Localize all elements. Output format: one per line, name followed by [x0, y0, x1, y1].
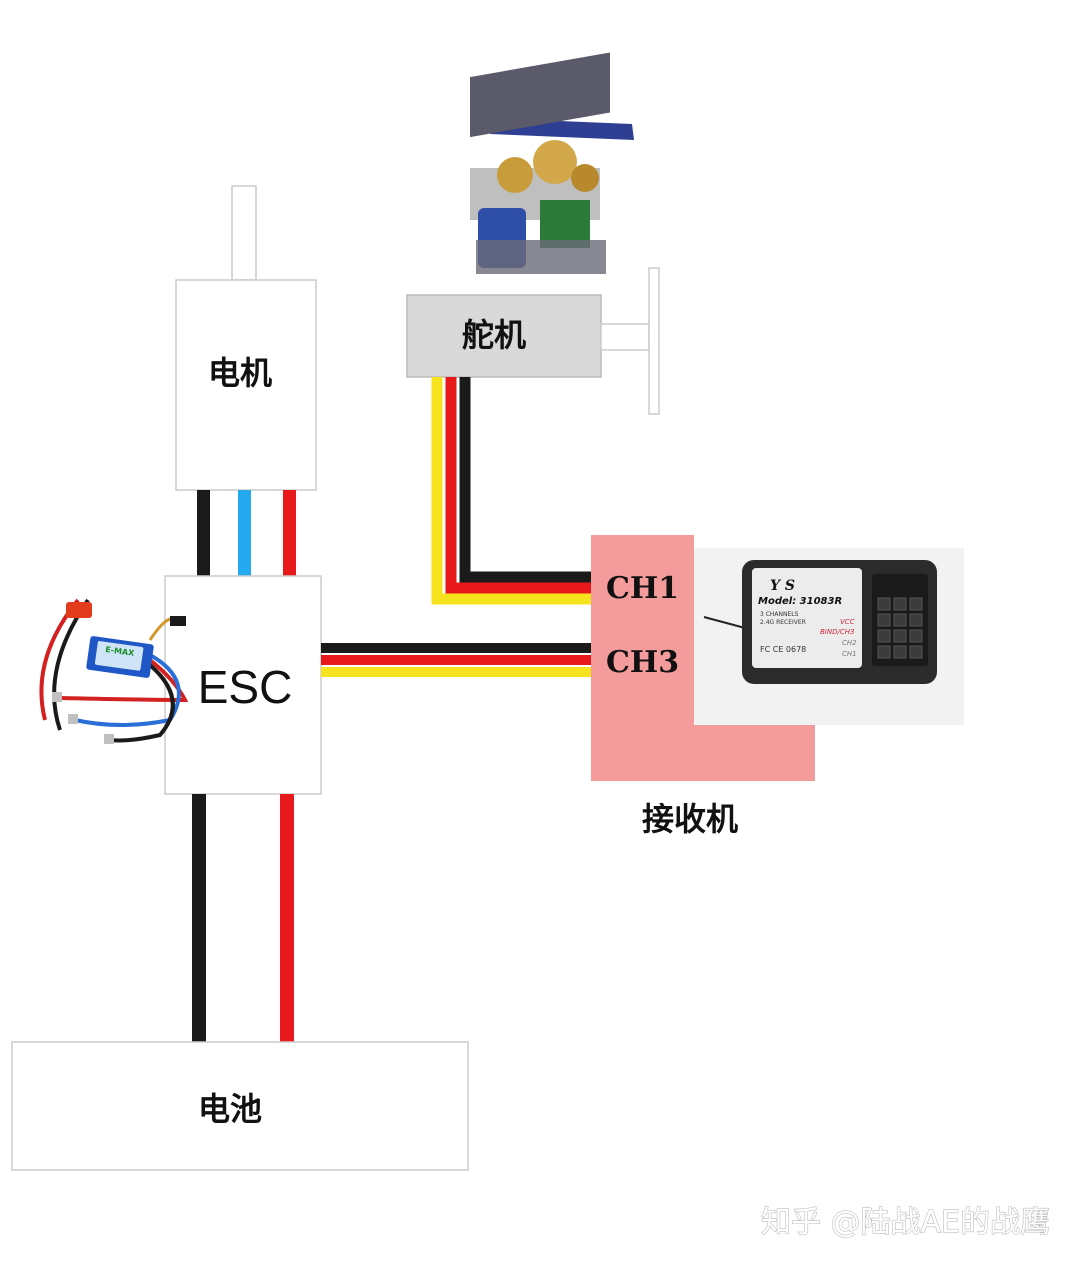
receiver-photo-antenna	[703, 616, 746, 629]
esc-photo-brand: E-MAX	[105, 645, 136, 658]
receiver-block: CH1 CH3 接收机	[591, 535, 815, 838]
servo-ch1-wires	[431, 377, 592, 605]
motor-wire-black	[197, 490, 210, 576]
watermark: 知乎 @陆战AE的战鹰	[761, 1205, 1050, 1240]
receiver-photo-pins	[877, 597, 923, 659]
servo-photo-gear-2	[533, 140, 577, 184]
receiver-photo-logo: Y S	[770, 578, 795, 594]
battery-wire-black	[192, 794, 206, 1042]
motor-box	[175, 279, 317, 491]
esc-box	[164, 575, 322, 795]
esc-photo-tip-red	[52, 692, 62, 702]
servo-photo	[470, 52, 634, 274]
receiver-photo-vcc: VCC	[840, 618, 855, 626]
receiver-box	[591, 535, 815, 781]
receiver-photo: Y S Model: 31083R 3 CHANNELS 2.4G RECEIV…	[694, 548, 964, 725]
motor-wire-red	[283, 490, 296, 576]
receiver-label: 接收机	[642, 800, 738, 838]
esc-photo-connector	[66, 602, 92, 618]
esc-battery-wires	[192, 794, 294, 1042]
servo-wire-red	[445, 377, 592, 594]
battery-wire-red	[280, 794, 294, 1042]
esc-signal-wire-black	[321, 643, 592, 653]
motor-wire-blue	[238, 490, 251, 576]
motor-shaft	[231, 185, 257, 281]
receiver-photo-channels: 3 CHANNELS	[760, 611, 799, 618]
motor-label: 电机	[208, 354, 272, 392]
receiver-photo-label-plate	[752, 568, 862, 668]
esc-signal-wire-yellow	[321, 667, 592, 677]
esc-photo-sticker	[94, 641, 144, 671]
servo-label: 舵机	[462, 316, 526, 354]
esc-photo-tip-blue	[68, 714, 78, 724]
receiver-photo-ch1: CH1	[842, 650, 857, 658]
esc-photo-wire-black2	[109, 663, 175, 743]
esc-block: ESC	[164, 575, 322, 795]
esc-signal-wire-red	[321, 655, 592, 665]
esc-ch3-wires	[321, 643, 592, 677]
esc-label: ESC	[198, 661, 293, 713]
esc-photo-wire-black1	[52, 598, 90, 731]
receiver-ch3-label: CH3	[606, 645, 679, 680]
servo-photo-case	[470, 52, 610, 138]
battery-box	[11, 1041, 469, 1171]
motor-esc-wires	[197, 490, 296, 576]
receiver-photo-model: Model: 31083R	[758, 596, 842, 607]
receiver-photo-ch2: CH2	[842, 639, 857, 647]
servo-photo-gear-3	[571, 164, 599, 192]
esc-photo-servo-plug	[170, 616, 186, 626]
servo-wire-yellow	[431, 377, 592, 605]
servo-photo-base	[476, 240, 606, 274]
battery-label: 电池	[198, 1090, 262, 1128]
servo-output-arm	[648, 267, 660, 415]
servo-wire-black	[459, 377, 592, 583]
servo-photo-gear-1	[497, 157, 533, 193]
motor-block: 电机	[175, 185, 317, 491]
battery-block: 电池	[11, 1041, 469, 1171]
esc-photo-tip-black	[104, 734, 114, 744]
servo-output-shaft	[600, 323, 650, 351]
servo-box	[406, 294, 602, 378]
servo-block: 舵机	[406, 267, 660, 415]
receiver-ch1-label: CH1	[606, 571, 679, 606]
receiver-photo-band: 2.4G RECEIVER	[760, 619, 806, 626]
receiver-photo-bind: BIND/CH3	[820, 628, 854, 636]
receiver-photo-cert: FC CE 0678	[760, 645, 806, 654]
esc-photo: E-MAX	[39, 598, 189, 744]
